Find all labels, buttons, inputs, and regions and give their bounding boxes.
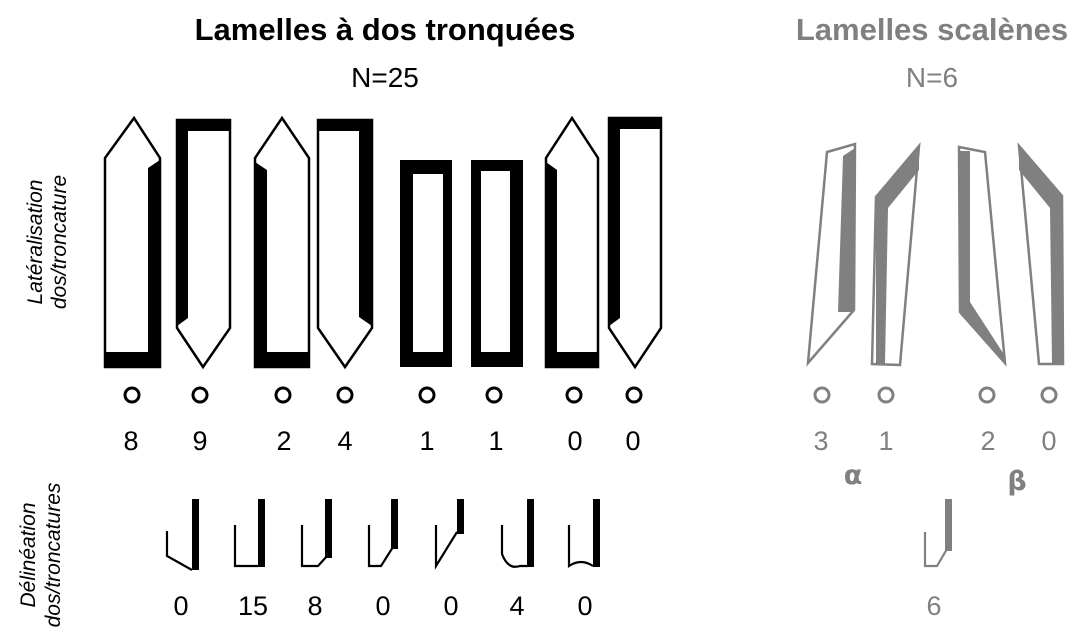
right-bladelet-2 (870, 142, 921, 367)
left-marker-1 (123, 386, 141, 404)
right-count-4: 0 (1041, 426, 1056, 456)
left-subtitle: N=25 (351, 62, 419, 93)
right-title: Lamelles scalènes (796, 12, 1068, 47)
left-count-6: 1 (488, 426, 503, 456)
delineation-symbol-1 (165, 499, 199, 571)
right-circle-markers (813, 386, 1058, 404)
left-lateralisation-counts: 8 9 2 4 1 1 0 0 (123, 426, 640, 456)
delineation-count-2: 15 (238, 591, 268, 621)
row-label-lateralisation-line2: dos/troncature (48, 175, 71, 309)
left-delineation-symbols (165, 499, 600, 571)
left-count-2: 9 (192, 426, 207, 456)
left-bladelet-8 (607, 116, 663, 370)
left-bladelet-6 (471, 160, 523, 367)
delineation-count-6: 4 (509, 591, 524, 621)
delineation-symbol-6 (500, 499, 534, 568)
delineation-symbol-4 (367, 499, 398, 568)
left-marker-7 (565, 386, 583, 404)
row-label-lateralisation-line1: Latéralisation (24, 180, 47, 305)
row-label-delineation: Délinéation dos/troncatures (17, 482, 65, 627)
right-subtitle: N=6 (906, 62, 958, 93)
left-circle-markers (123, 386, 643, 404)
left-marker-6 (485, 386, 503, 404)
left-count-1: 8 (123, 426, 138, 456)
group-beta-label: β (1007, 466, 1026, 497)
left-count-7: 0 (567, 426, 582, 456)
left-bladelet-2 (175, 118, 232, 370)
delineation-count-7: 0 (577, 591, 592, 621)
delineation-count-4: 0 (375, 591, 390, 621)
right-marker-1 (813, 386, 831, 404)
row-label-delineation-line1: Délinéation (17, 502, 40, 607)
left-count-5: 1 (419, 426, 434, 456)
right-count-3: 2 (980, 426, 995, 456)
left-marker-8 (625, 386, 643, 404)
left-marker-4 (336, 386, 354, 404)
left-count-8: 0 (625, 426, 640, 456)
delineation-symbol-3 (300, 499, 332, 568)
right-marker-3 (978, 386, 996, 404)
right-marker-2 (877, 386, 895, 404)
right-bladelet-1 (806, 142, 857, 367)
right-bladelet-3 (957, 145, 1007, 367)
left-marker-2 (191, 386, 209, 404)
right-marker-4 (1040, 386, 1058, 404)
left-count-4: 4 (337, 426, 352, 456)
right-count-2: 1 (878, 426, 893, 456)
right-count-1: 3 (813, 426, 828, 456)
group-alpha-label: α (844, 460, 863, 491)
left-count-3: 2 (276, 426, 291, 456)
row-label-lateralisation: Latéralisation dos/troncature (24, 175, 71, 309)
right-bladelet-4 (1017, 142, 1065, 366)
left-marker-5 (418, 386, 436, 404)
left-delineation-counts: 0 15 8 0 0 4 0 (173, 591, 592, 621)
right-delineation-count: 6 (926, 591, 941, 621)
left-bladelet-5 (400, 160, 452, 367)
left-bladelet-4 (316, 118, 374, 370)
right-delineation-symbol (923, 499, 952, 568)
row-label-delineation-line2: dos/troncatures (42, 482, 65, 627)
delineation-symbol-7 (567, 499, 600, 569)
delineation-symbol-5 (434, 499, 464, 570)
left-bladelet-1 (103, 115, 162, 369)
left-bladelet-7 (544, 115, 600, 369)
left-bladelet-3 (253, 115, 311, 369)
delineation-count-5: 0 (443, 591, 458, 621)
left-title: Lamelles à dos tronquées (195, 12, 576, 47)
left-marker-3 (274, 386, 292, 404)
delineation-symbol-2 (233, 499, 265, 568)
right-lateralisation-counts: 3 1 2 0 (813, 426, 1056, 456)
delineation-count-1: 0 (173, 591, 188, 621)
delineation-count-3: 8 (307, 591, 322, 621)
